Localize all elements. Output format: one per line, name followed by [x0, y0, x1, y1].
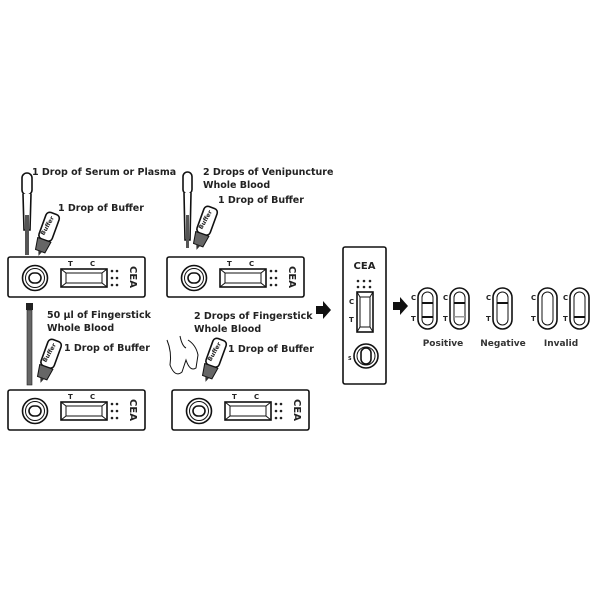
- svg-text:C: C: [563, 294, 568, 302]
- svg-text:C: C: [486, 294, 491, 302]
- buffer-bottle-icon: Buffer: [198, 336, 229, 386]
- svg-text:C: C: [443, 294, 448, 302]
- svg-text:T: T: [443, 315, 448, 323]
- results-panel: C T C T Positive C T Negative C T: [411, 287, 590, 349]
- fingerstick-drops-buffer-label: 1 Drop of Buffer: [228, 344, 314, 355]
- buffer-bottle-icon: Buffer: [31, 210, 62, 260]
- result-label-positive: Positive: [423, 339, 464, 349]
- serum-sample-label: 1 Drop of Serum or Plasma: [32, 167, 176, 178]
- svg-text:T: T: [68, 393, 73, 401]
- fingerstick-drops-label-2: Whole Blood: [194, 324, 261, 335]
- capillary-tube-icon: [26, 303, 33, 310]
- buffer-bottle-icon: Buffer: [189, 204, 220, 254]
- result-negative: C T: [486, 287, 513, 330]
- step-fingerstick-drops: 2 Drops of Fingerstick Whole Blood 1 Dro…: [166, 311, 314, 431]
- result-positive-weak: C T: [443, 287, 470, 330]
- svg-text:T: T: [349, 316, 354, 324]
- venipuncture-sample-label-2: Whole Blood: [203, 180, 270, 191]
- venipuncture-buffer-label: 1 Drop of Buffer: [218, 195, 304, 206]
- venipuncture-sample-label-1: 2 Drops of Venipuncture: [203, 167, 333, 178]
- pipette-icon: [182, 171, 193, 248]
- svg-text:T: T: [411, 315, 416, 323]
- svg-text:C: C: [90, 260, 95, 268]
- serum-buffer-label: 1 Drop of Buffer: [58, 203, 144, 214]
- fingerstick-pipette-label-1: 50 µl of Fingerstick: [47, 310, 152, 321]
- svg-text:C: C: [254, 393, 259, 401]
- svg-text:CEA: CEA: [291, 399, 302, 421]
- svg-text:C: C: [349, 298, 354, 306]
- step-fingerstick-pipette: 50 µl of Fingerstick Whole Blood 1 Drop …: [7, 303, 152, 431]
- fingerstick-pipette-label-2: Whole Blood: [47, 323, 114, 334]
- arrow-right-icon: [316, 301, 331, 319]
- hand-icon: [166, 335, 199, 375]
- svg-text:T: T: [531, 315, 536, 323]
- svg-text:CEA: CEA: [286, 266, 297, 288]
- svg-text:C: C: [249, 260, 254, 268]
- cassette-horizontal: T C CEA: [7, 256, 146, 298]
- step-venipuncture: 2 Drops of Venipuncture Whole Blood 1 Dr…: [166, 167, 333, 298]
- svg-text:T: T: [232, 393, 237, 401]
- result-invalid-t-only: C T: [563, 287, 590, 330]
- svg-text:S: S: [348, 356, 352, 362]
- svg-text:T: T: [486, 315, 491, 323]
- result-positive-strong: C T: [411, 287, 438, 330]
- cassette-horizontal: T C CEA: [166, 256, 305, 298]
- svg-text:CEA: CEA: [127, 399, 138, 421]
- buffer-bottle-icon: Buffer: [33, 337, 64, 387]
- fingerstick-pipette-buffer-label: 1 Drop of Buffer: [64, 343, 150, 354]
- svg-text:T: T: [68, 260, 73, 268]
- cassette-vertical: CEA C T S: [342, 246, 387, 385]
- svg-text:C: C: [531, 294, 536, 302]
- result-label-negative: Negative: [480, 339, 526, 349]
- svg-text:C: C: [90, 393, 95, 401]
- svg-text:CEA: CEA: [127, 266, 138, 288]
- result-invalid-none: C T: [531, 287, 558, 330]
- svg-text:CEA: CEA: [354, 261, 376, 272]
- result-label-invalid: Invalid: [544, 339, 578, 349]
- step-serum-plasma: 1 Drop of Serum or Plasma 1 Drop of Buff…: [7, 167, 176, 298]
- svg-text:T: T: [227, 260, 232, 268]
- cassette-horizontal: T C CEA: [171, 389, 310, 431]
- svg-text:C: C: [411, 294, 416, 302]
- pipette-icon: [21, 172, 33, 255]
- svg-text:T: T: [563, 315, 568, 323]
- fingerstick-drops-label-1: 2 Drops of Fingerstick: [194, 311, 313, 322]
- arrow-right-icon: [393, 297, 408, 315]
- cassette-horizontal: T C CEA: [7, 389, 146, 431]
